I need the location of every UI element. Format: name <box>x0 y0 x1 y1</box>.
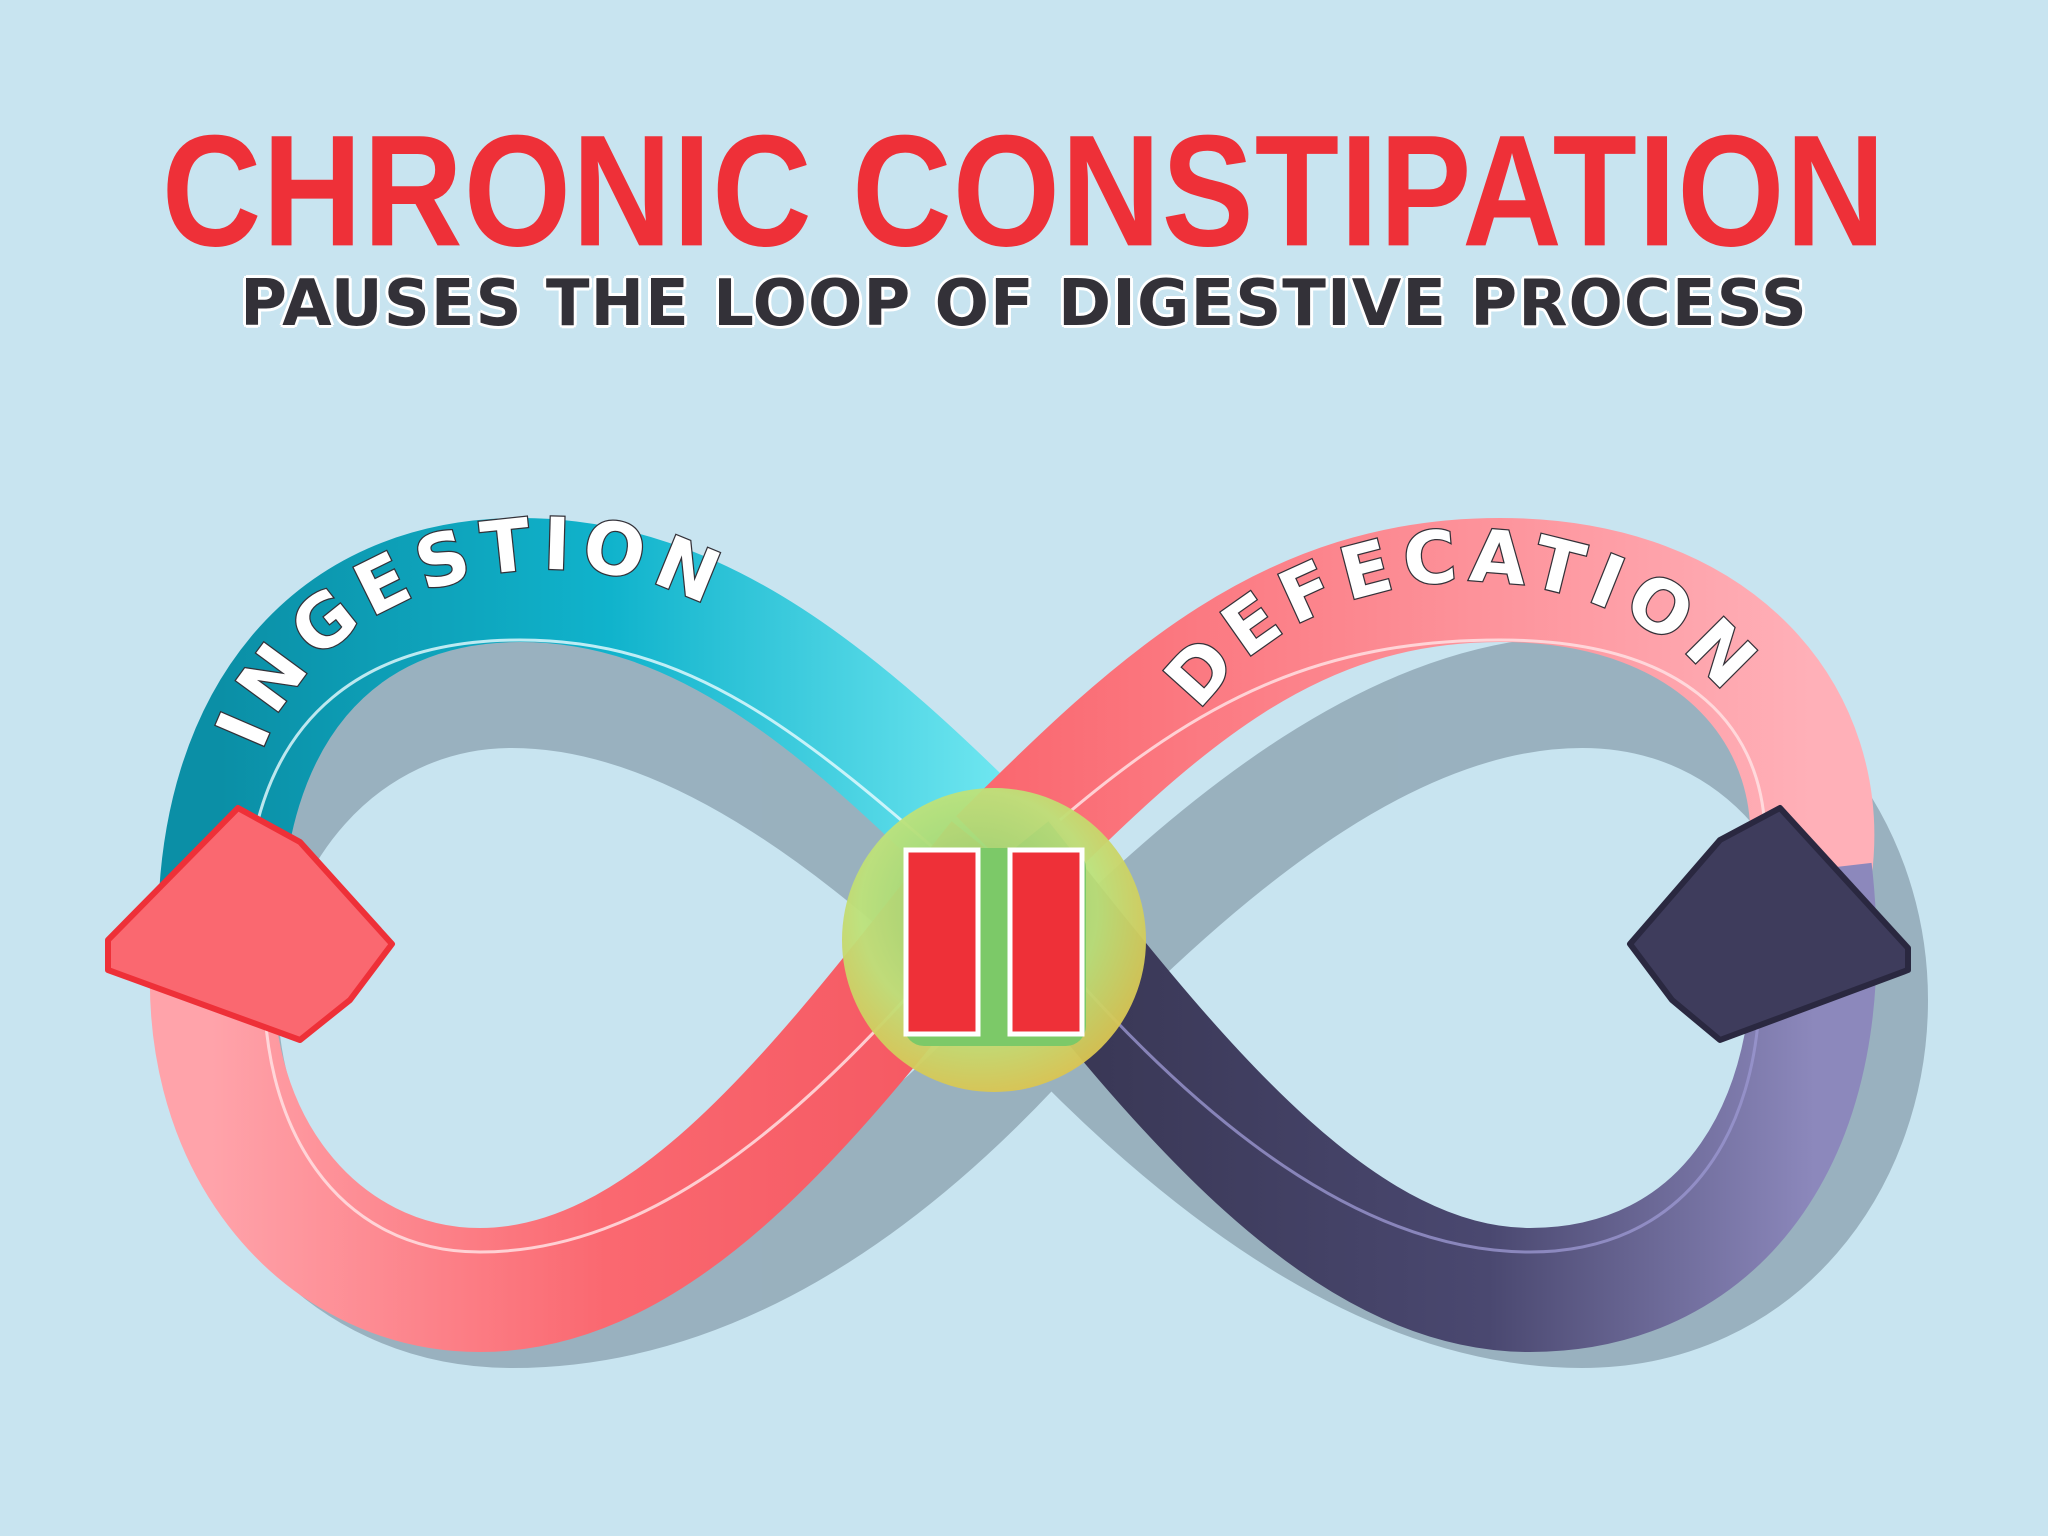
page-subtitle: PAUSES THE LOOP OF DIGESTIVE PROCESS <box>240 267 1808 341</box>
pause-icon <box>842 788 1146 1092</box>
right-arrowhead <box>1627 805 1911 1043</box>
coral-lower-band <box>149 821 1049 1353</box>
left-arrowhead <box>105 805 395 1043</box>
coral-lower-highlight <box>262 959 942 1254</box>
dark-lower-band <box>951 821 1877 1353</box>
page-title: CHRONIC CONSTIPATION <box>161 102 1887 280</box>
dark-lower-highlight <box>1058 959 1762 1254</box>
defecation-band-highlight <box>1059 638 1767 831</box>
defecation-band <box>956 517 1875 904</box>
ingestion-band <box>158 517 1044 931</box>
ingestion-band-highlight <box>248 638 971 882</box>
